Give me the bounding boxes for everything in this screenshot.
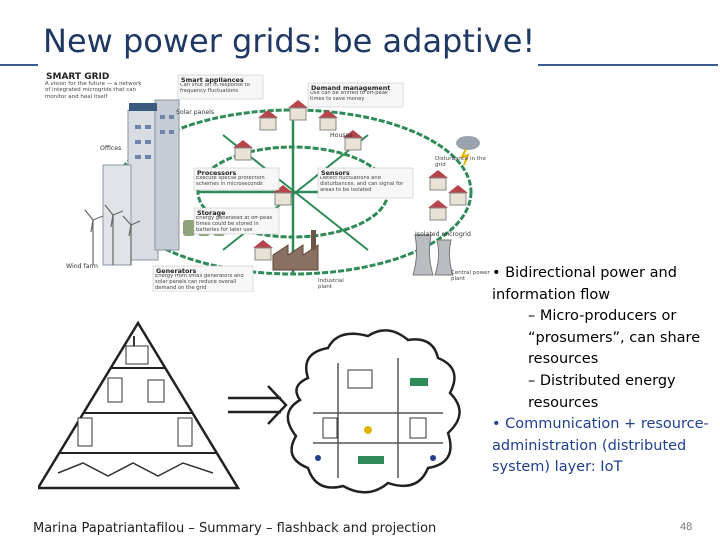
house-icon bbox=[318, 110, 338, 131]
label-isolated-microgrid: Isolated microgrid bbox=[415, 231, 471, 238]
house-icon bbox=[258, 110, 278, 131]
bullet-item: • Bidirectional power and information fl… bbox=[492, 265, 677, 303]
house-icon bbox=[428, 170, 448, 191]
svg-text:Storage: Storage bbox=[197, 209, 226, 217]
house-icon bbox=[343, 130, 363, 151]
house-icon bbox=[233, 140, 253, 161]
transition-arrow-icon bbox=[228, 385, 288, 425]
svg-text:Smart appliances: Smart appliances bbox=[181, 76, 244, 84]
svg-text:Demand management: Demand management bbox=[311, 84, 390, 92]
bullet-subitem: – Micro-producers or “prosumers”, can sh… bbox=[528, 308, 701, 368]
hierarchical-grid-pyramid bbox=[38, 320, 241, 490]
intro-text: A vision for the future — a network of i… bbox=[45, 81, 142, 100]
label-storage: Storage Energy generated at off-peak tim… bbox=[193, 207, 280, 235]
title-rule-right bbox=[538, 64, 718, 66]
smart-grid-illustration: SMART GRID A vision for the future — a n… bbox=[45, 72, 490, 292]
label-offices: Offices bbox=[100, 145, 121, 152]
svg-text:Sensors: Sensors bbox=[321, 169, 350, 177]
label-smart-appliances: Smart appliances Can shut off in respons… bbox=[177, 74, 264, 100]
footer-text: Marina Papatriantafilou – Summary – flas… bbox=[33, 521, 437, 536]
slide-title: New power grids: be adaptive! bbox=[43, 22, 536, 60]
svg-text:SMART GRID: SMART GRID bbox=[46, 72, 109, 82]
bullet-item: • Communication + resource-administratio… bbox=[492, 416, 709, 476]
bullet-list: • Bidirectional power and information fl… bbox=[492, 263, 717, 479]
title-area: New power grids: be adaptive! bbox=[0, 0, 720, 70]
label-industrial-plant: Industrial plant bbox=[318, 278, 344, 290]
house-icon bbox=[253, 240, 273, 261]
label-heading-box: SMART GRID A vision for the future — a n… bbox=[45, 72, 142, 100]
page-number: 48 bbox=[680, 521, 693, 533]
svg-text:Generators: Generators bbox=[156, 267, 197, 275]
distributed-grid-cloud bbox=[286, 329, 461, 494]
label-sensors: Sensors Detect fluctuations and disturba… bbox=[317, 167, 414, 199]
wind-turbine-icon bbox=[84, 204, 141, 265]
label-houses: Houses bbox=[330, 132, 353, 139]
svg-text:Processors: Processors bbox=[197, 169, 236, 177]
office-buildings bbox=[102, 99, 180, 266]
house-icon bbox=[273, 185, 293, 206]
label-disturbance: Disturbance in the grid bbox=[435, 156, 486, 168]
label-solar-panels: Solar panels bbox=[176, 109, 214, 116]
label-processors: Processors Execute special protection sc… bbox=[193, 167, 280, 191]
label-central-power-plant: Central power plant bbox=[451, 270, 490, 282]
factory-icon bbox=[272, 230, 319, 271]
house-icon bbox=[428, 200, 448, 221]
house-icon bbox=[288, 100, 308, 121]
label-demand-management: Demand management Use can be shifted to … bbox=[307, 82, 404, 108]
label-generators: Generators Energy from small generators … bbox=[152, 265, 254, 292]
house-icon bbox=[448, 185, 468, 206]
title-rule-left bbox=[0, 64, 38, 66]
label-wind-farm: Wind farm bbox=[66, 263, 98, 270]
storm-cloud-icon bbox=[456, 136, 480, 166]
hierarchy-to-network-diagram bbox=[38, 320, 461, 494]
bullet-subitem: – Distributed energy resources bbox=[528, 372, 676, 411]
power-plant-icon bbox=[412, 234, 454, 276]
